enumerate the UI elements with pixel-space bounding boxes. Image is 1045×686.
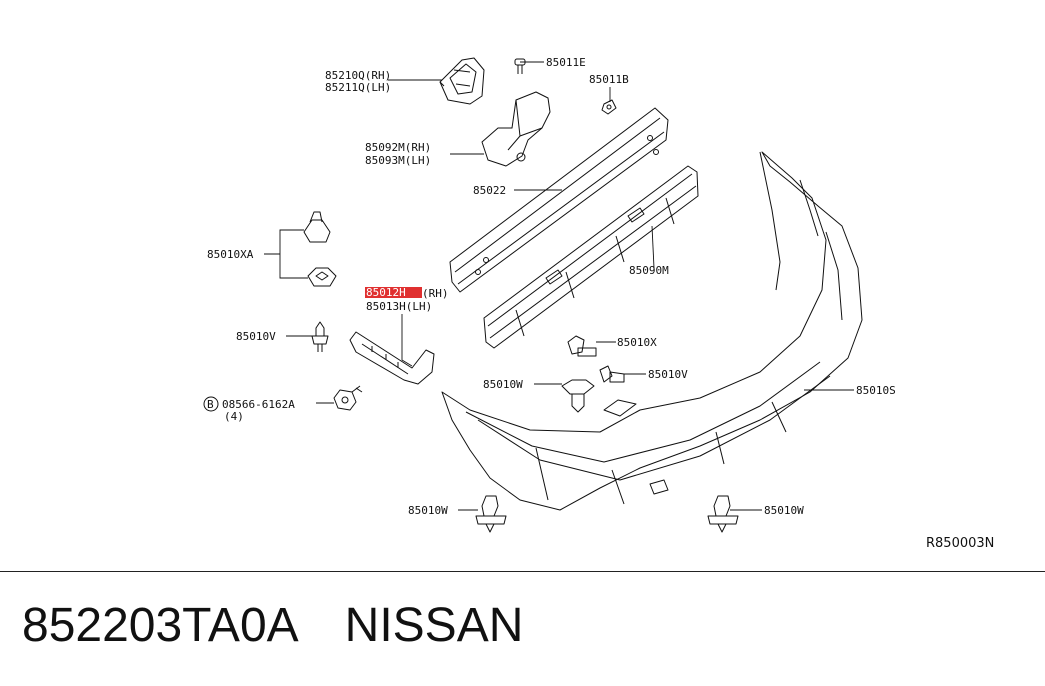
absorber-85092m-part [481, 91, 551, 167]
label-85010v-left[interactable]: 85010V [236, 330, 276, 343]
label-85010xa[interactable]: 85010XA [207, 248, 254, 261]
nut-85011b-part [601, 99, 617, 115]
clip-85010x-part [567, 335, 597, 357]
label-85090m[interactable]: 85090M [629, 264, 669, 277]
label-85010v-right[interactable]: 85010V [648, 368, 688, 381]
part-number: 852203TA0A [22, 599, 299, 652]
label-85093m[interactable]: 85093M(LH) [365, 154, 431, 167]
clip-85010w-bottom-left-part [475, 495, 507, 533]
label-85012h-side: (RH) [422, 287, 449, 300]
clip-85010w-middle-part [561, 379, 595, 413]
label-08566-6162a[interactable]: 08566-6162A [222, 398, 295, 411]
clip-85010xa-upper-part [303, 211, 331, 243]
label-85011e[interactable]: 85011E [546, 56, 586, 69]
bracket-85210q-part [439, 57, 485, 105]
label-85022[interactable]: 85022 [473, 184, 506, 197]
brand-name: NISSAN [344, 599, 524, 652]
label-85011b[interactable]: 85011B [589, 73, 629, 86]
divider [0, 571, 1045, 572]
label-85010w-bottom-right[interactable]: 85010W [764, 504, 804, 517]
label-85092m[interactable]: 85092M(RH) [365, 141, 431, 154]
label-85010w-bottom-left[interactable]: 85010W [408, 504, 448, 517]
clip-85010xa-lower-part [307, 267, 337, 287]
label-85013h[interactable]: 85013H(LH) [366, 300, 432, 313]
label-08566-qty: (4) [224, 410, 244, 423]
clip-85010w-bottom-right-part [707, 495, 739, 533]
clip-85010v-right-part [599, 365, 625, 383]
label-85012h-highlighted[interactable]: 85012H [366, 286, 406, 299]
exploded-parts-diagram: 85210Q(RH) 85211Q(LH) 85011E 85011B 8509… [203, 56, 994, 551]
bolt-marker-circle [203, 396, 219, 412]
diagram-reference: R850003N [926, 536, 994, 551]
label-85010s[interactable]: 85010S [856, 384, 896, 397]
label-bolt-marker: B [207, 398, 214, 411]
label-85010x[interactable]: 85010X [617, 336, 657, 349]
absorber-beam-85090m-part [483, 165, 699, 349]
side-bracket-85012h-part [349, 331, 435, 385]
label-85210q[interactable]: 85210Q(RH) [325, 69, 391, 82]
clip-85010v-left-part [311, 321, 329, 352]
highlight-box [365, 287, 422, 298]
footer-title: 852203TA0A NISSAN [22, 596, 523, 656]
bolt-08566-6162a-part [333, 385, 363, 411]
label-85010w-middle[interactable]: 85010W [483, 378, 523, 391]
reinforcement-85022-part [449, 107, 669, 293]
leader-lines [264, 61, 854, 511]
label-85211q[interactable]: 85211Q(LH) [325, 81, 391, 94]
bumper-fascia-85010s-part [441, 151, 863, 511]
clip-85011e-part [514, 58, 526, 74]
